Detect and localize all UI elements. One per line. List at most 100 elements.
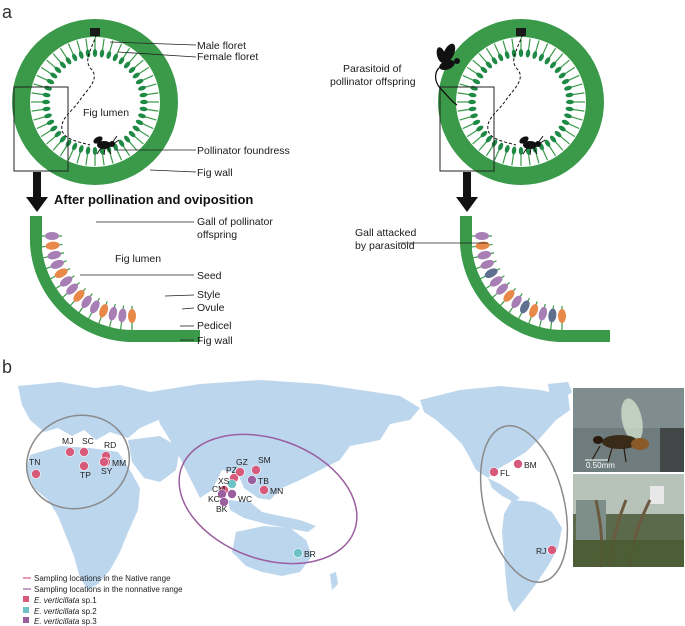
site-marker-tb — [247, 475, 257, 485]
attacked-gall — [548, 308, 557, 323]
floret-stalk — [31, 108, 44, 112]
female-floret — [65, 57, 72, 65]
map-legend: Sampling locations in the Native range S… — [23, 574, 183, 626]
floret-stalk — [101, 38, 105, 51]
label-female-floret: Female floret — [197, 51, 258, 63]
floret-stalk — [570, 83, 583, 88]
label-fig-lumen: Fig lumen — [83, 107, 129, 119]
female-floret — [135, 79, 144, 85]
female-floret — [498, 142, 504, 151]
floret-stalk — [142, 74, 154, 81]
floret-stalk — [67, 149, 74, 161]
female-floret — [468, 99, 476, 105]
female-floret — [135, 119, 144, 125]
floret-stalk — [511, 38, 515, 51]
wasp-body-icon — [602, 435, 638, 449]
floret-stalk — [564, 129, 576, 138]
female-floret — [472, 119, 481, 125]
floret-stalk — [52, 140, 62, 151]
land-sea-islands — [228, 500, 316, 532]
female-floret — [50, 72, 58, 79]
floret-stalk — [122, 145, 131, 157]
land-central-america — [488, 478, 520, 502]
site-label-rd: RD — [104, 440, 116, 450]
female-floret — [566, 99, 574, 105]
female-floret — [558, 125, 566, 132]
fig-tree-photo — [573, 474, 684, 568]
scale-label: 0.50mm — [586, 461, 615, 470]
label-gall-pollinator-2: offspring — [197, 229, 237, 241]
label-seed: Seed — [197, 270, 222, 282]
seed — [73, 290, 85, 302]
female-floret — [498, 53, 504, 62]
site-marker-sm — [251, 465, 261, 475]
female-floret — [470, 85, 478, 91]
female-floret — [558, 72, 566, 79]
label-pollinator-foundress: Pollinator foundress — [197, 145, 290, 157]
female-floret — [85, 146, 91, 155]
female-floret — [491, 57, 498, 65]
female-floret — [504, 145, 510, 153]
floret-stalk — [462, 123, 474, 130]
floret-stalk — [116, 43, 123, 55]
floret-stalk — [527, 153, 531, 166]
gall — [81, 295, 92, 309]
floret-stalk — [85, 153, 89, 166]
land-africa — [26, 446, 140, 590]
site-label-br: BR — [304, 549, 316, 559]
site-label-bm: BM — [524, 460, 537, 470]
floret-stalk — [472, 135, 483, 145]
floret-stalk — [109, 40, 114, 53]
female-floret — [118, 57, 125, 65]
right-zoom-box — [439, 86, 495, 172]
female-floret — [65, 139, 72, 147]
female-floret — [92, 49, 98, 57]
gall — [538, 306, 548, 321]
site-marker-tn — [31, 469, 41, 479]
female-floret — [138, 113, 146, 119]
site-marker-br — [293, 548, 303, 558]
female-floret — [565, 106, 574, 112]
land-arabia — [128, 436, 180, 482]
left-fig-labels: Male floret Female floret Fig lumen Poll… — [83, 40, 290, 179]
floret-stalk — [466, 129, 478, 138]
floret-stalk — [478, 140, 488, 151]
label-fig-wall-bottom: Fig wall — [197, 335, 233, 347]
female-floret — [123, 61, 131, 69]
site-marker-rj — [547, 545, 557, 555]
female-floret — [138, 85, 146, 91]
floret-stalk — [459, 116, 472, 121]
floret-stalk — [122, 47, 131, 59]
right-florets — [457, 28, 585, 166]
female-floret — [525, 49, 531, 58]
right-pollinator-wasp-icon — [519, 135, 546, 156]
floret-stalk — [33, 116, 46, 121]
floret-stalk — [542, 149, 549, 161]
label-fig-wall-top: Fig wall — [197, 167, 233, 179]
floret-stalk — [31, 92, 44, 96]
female-floret — [54, 130, 62, 138]
right-detail-section — [460, 216, 610, 342]
floret-stalk — [457, 108, 470, 112]
right-detail-florets — [466, 232, 566, 332]
floret-stalk — [133, 135, 144, 145]
male-floret — [90, 28, 100, 36]
right-down-arrow — [456, 172, 478, 212]
floret-stalk — [146, 92, 159, 96]
left-zoom-box — [13, 86, 69, 172]
land-asia — [150, 380, 420, 500]
site-marker-tp — [79, 461, 89, 471]
female-floret — [564, 113, 572, 119]
site-label-wc: WC — [238, 494, 252, 504]
floret-stalk — [535, 40, 540, 53]
female-floret — [485, 135, 493, 143]
site-label-sm: SM — [258, 455, 271, 465]
site-label-mm: MM — [112, 458, 126, 468]
legend-sp1-swatch — [23, 596, 29, 602]
right-fig-diagram — [434, 19, 604, 185]
left-detail-section — [30, 216, 200, 342]
pollinator-wasp-icon — [93, 135, 120, 156]
floret-stalk — [67, 43, 74, 55]
gall — [118, 308, 127, 323]
female-floret — [565, 92, 574, 98]
